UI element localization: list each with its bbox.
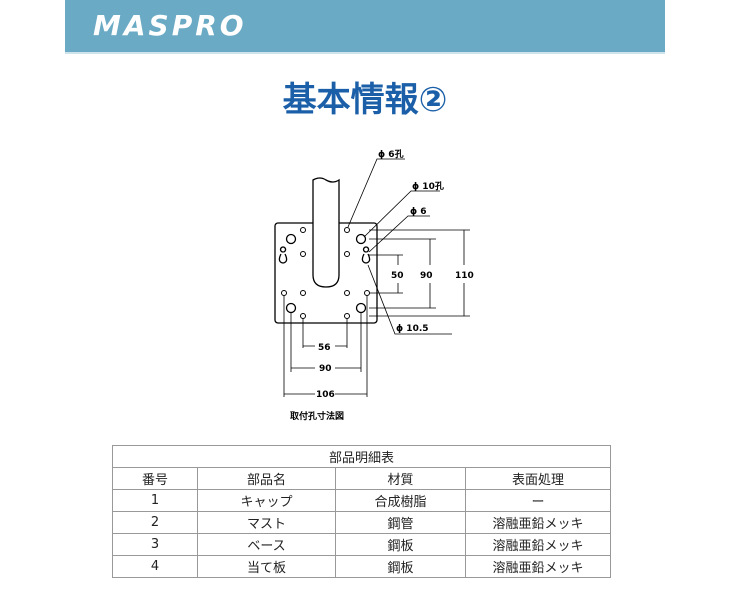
label-hole6: ϕ 6孔 [378,148,404,160]
column-header: 表面処理 [465,467,611,490]
column-header: 材質 [335,467,466,490]
cell: 鋼管 [335,511,466,534]
drawing-caption: 取付孔寸法図 [290,412,345,422]
dim-56: 56 [318,343,331,353]
cell: 溶融亜鉛メッキ [465,533,611,556]
header-banner: MASPRO [65,0,665,54]
keyholes [278,246,371,264]
cell: 鋼板 [335,555,466,578]
maspro-logo[interactable]: MASPRO [93,9,247,42]
page-title: 基本情報② [282,80,448,120]
column-header: 部品名 [197,467,336,490]
label-hole10: ϕ 10孔 [412,180,444,192]
cell: 2 [112,511,198,534]
dim-110: 110 [455,271,474,281]
table-header-row: 番号 部品名 材質 表面処理 [112,467,611,490]
small-holes [281,227,370,319]
cell: 1 [112,489,198,512]
cell: 3 [112,533,198,556]
cell: 溶融亜鉛メッキ [465,511,611,534]
cell: ベース [197,533,336,556]
label-phi6: ϕ 6 [410,207,427,217]
cell: 溶融亜鉛メッキ [465,555,611,578]
dim-50: 50 [391,271,404,281]
dim-106: 106 [316,390,335,400]
cell: 合成樹脂 [335,489,466,512]
column-header: 番号 [112,467,198,490]
label-phi10-5: ϕ 10.5 [396,324,429,334]
dim-90-horizontal: 90 [319,364,332,374]
large-holes [285,233,367,314]
mast [312,177,340,288]
dim-90-vertical: 90 [420,271,433,281]
mounting-hole-drawing: ϕ 6孔 ϕ 10孔 ϕ 6 ϕ 10.5 50 90 110 56 90 10… [274,148,474,400]
cell: キャップ [197,489,336,512]
cell: マスト [197,511,336,534]
table-title: 部品明細表 [112,445,611,468]
cell: 鋼板 [335,533,466,556]
cell: ー [465,489,611,512]
cell: 4 [112,555,198,578]
cell: 当て板 [197,555,336,578]
